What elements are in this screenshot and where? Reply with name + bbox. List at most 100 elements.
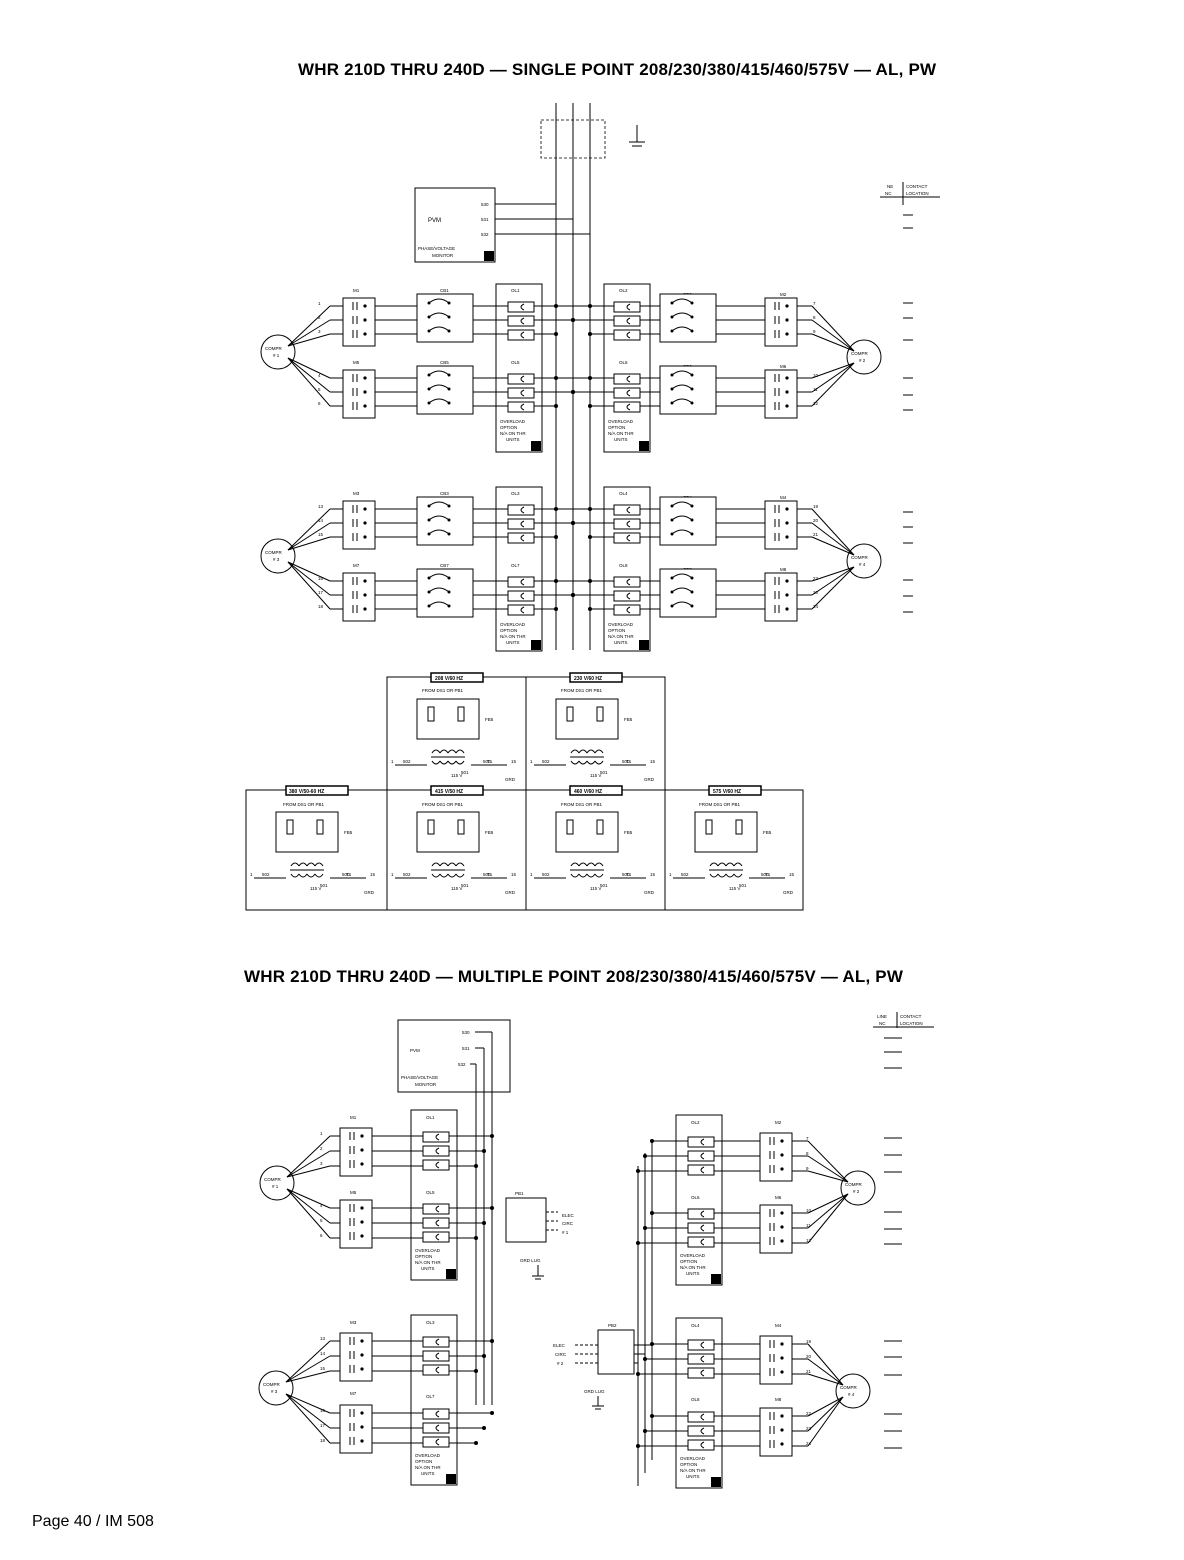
wire-number: 5 xyxy=(318,387,321,392)
svg-text:OVERLOAD: OVERLOAD xyxy=(415,1453,441,1458)
contact-dot xyxy=(363,304,367,308)
contact-dot xyxy=(447,590,451,594)
xfmr-460-heading: 460 V/60 HZ xyxy=(574,789,602,795)
svg-text:M1: M1 xyxy=(353,288,360,293)
wire-number: 19 xyxy=(806,1339,812,1344)
contact-dot xyxy=(427,315,431,319)
svg-text:GRD LUG: GRD LUG xyxy=(520,1258,541,1263)
svg-text:N/A ON THR: N/A ON THR xyxy=(415,1260,441,1265)
wire-number: 13 xyxy=(320,1336,326,1341)
contact-dot xyxy=(690,590,694,594)
wire-number: 15 xyxy=(511,759,517,764)
wire xyxy=(811,566,855,596)
transformer-coil xyxy=(594,873,604,878)
wire xyxy=(811,362,855,393)
pvm-terminal: 531 xyxy=(481,217,489,222)
svg-text:OL1: OL1 xyxy=(511,288,520,293)
overload-heater xyxy=(700,1355,705,1363)
wire-number: 502 xyxy=(681,872,689,877)
transformer-coil xyxy=(578,749,588,754)
contact-dot xyxy=(447,532,451,536)
junction-dot xyxy=(643,1357,647,1361)
transformer-coil xyxy=(314,873,324,878)
junction-dot xyxy=(588,404,592,408)
svg-text:CIRC: CIRC xyxy=(555,1352,567,1357)
wire xyxy=(807,1358,844,1386)
junction-dot xyxy=(554,607,558,611)
breaker-arc xyxy=(671,398,693,404)
svg-text:ELEC: ELEC xyxy=(553,1343,566,1348)
svg-text:CB3: CB3 xyxy=(440,491,449,496)
overload-heater xyxy=(626,534,631,542)
svg-text:# 3: # 3 xyxy=(271,1389,278,1394)
voltage-label: 115 V xyxy=(451,773,462,778)
svg-text:532: 532 xyxy=(458,1062,466,1067)
svg-text:FROM DS1 OR PB1: FROM DS1 OR PB1 xyxy=(561,688,603,693)
overload-heater xyxy=(520,520,525,528)
svg-text:OPTION: OPTION xyxy=(415,1254,432,1259)
transformer-coil xyxy=(306,873,316,878)
contact-dot xyxy=(363,332,367,336)
transformer-coil xyxy=(578,862,588,867)
svg-text:COMPR: COMPR xyxy=(265,346,283,351)
wire-number: 2 xyxy=(320,1146,323,1151)
wire xyxy=(811,362,855,407)
svg-text:OL3: OL3 xyxy=(426,1320,435,1325)
overload-heater xyxy=(520,331,525,339)
contact-dot xyxy=(447,387,451,391)
xfmr-208-heading: 208 V/60 HZ xyxy=(435,676,463,682)
fuse-label: FB5 xyxy=(624,830,633,835)
wire xyxy=(807,1396,844,1447)
compressor-2 xyxy=(846,339,882,375)
transformer-coil xyxy=(455,873,465,878)
pvm-terminal: 530 xyxy=(481,202,489,207)
wire-number: 501 xyxy=(461,883,469,888)
fuse-block xyxy=(694,811,758,853)
svg-text:OPTION: OPTION xyxy=(680,1259,697,1264)
wire xyxy=(286,1188,331,1224)
svg-text:COMPR: COMPR xyxy=(845,1182,863,1187)
single-point-upper-circuits: COMPR # 1 COMPR # 2 OL1 OL5 OVERLOAD OPT… xyxy=(260,283,882,453)
contactor-block xyxy=(759,1407,793,1457)
svg-text:# 1: # 1 xyxy=(273,353,280,358)
breaker-arc xyxy=(428,501,450,507)
circuit-breaker xyxy=(416,568,474,618)
wire xyxy=(287,522,331,551)
fuse xyxy=(316,819,324,835)
svg-text:OL5: OL5 xyxy=(511,360,520,365)
svg-text:OVERLOAD: OVERLOAD xyxy=(608,419,634,424)
contact-dot xyxy=(690,401,694,405)
wire xyxy=(807,1373,844,1386)
junction-dot xyxy=(588,332,592,336)
wire-number: 501 xyxy=(320,883,328,888)
fuse xyxy=(596,819,604,835)
control-transformer-options: 208 V/60 HZ 230 V/60 HZ 380 V/50-60 HZ 4… xyxy=(245,672,804,911)
junction-dot xyxy=(588,607,592,611)
wire-number: 8 xyxy=(813,315,816,320)
breaker-arc xyxy=(671,515,693,521)
overload-heater xyxy=(520,317,525,325)
svg-text:PHASE/VOLTAGE: PHASE/VOLTAGE xyxy=(401,1075,438,1080)
svg-text:UNITS: UNITS xyxy=(686,1271,700,1276)
wire-number: 3 xyxy=(318,329,321,334)
ground-label: GRD xyxy=(505,890,516,895)
wire-number: 11 xyxy=(806,1223,811,1228)
wire xyxy=(811,566,855,582)
transformer-coil xyxy=(586,749,596,754)
transformer-coil xyxy=(733,862,743,867)
svg-text:M4: M4 xyxy=(780,495,787,500)
fuse xyxy=(286,819,294,835)
transformer-coil xyxy=(298,873,308,878)
wire xyxy=(285,1370,331,1383)
wire xyxy=(807,1170,849,1183)
svg-text:M3: M3 xyxy=(350,1320,357,1325)
transformer-coil xyxy=(709,873,719,878)
svg-text:OL2: OL2 xyxy=(691,1120,700,1125)
fuse xyxy=(427,819,435,835)
wire xyxy=(287,357,331,407)
svg-text:N/A ON THR: N/A ON THR xyxy=(500,634,526,639)
junction-dot xyxy=(490,1134,494,1138)
wire-number: 5 xyxy=(320,1218,323,1223)
contact-dot xyxy=(690,604,694,608)
